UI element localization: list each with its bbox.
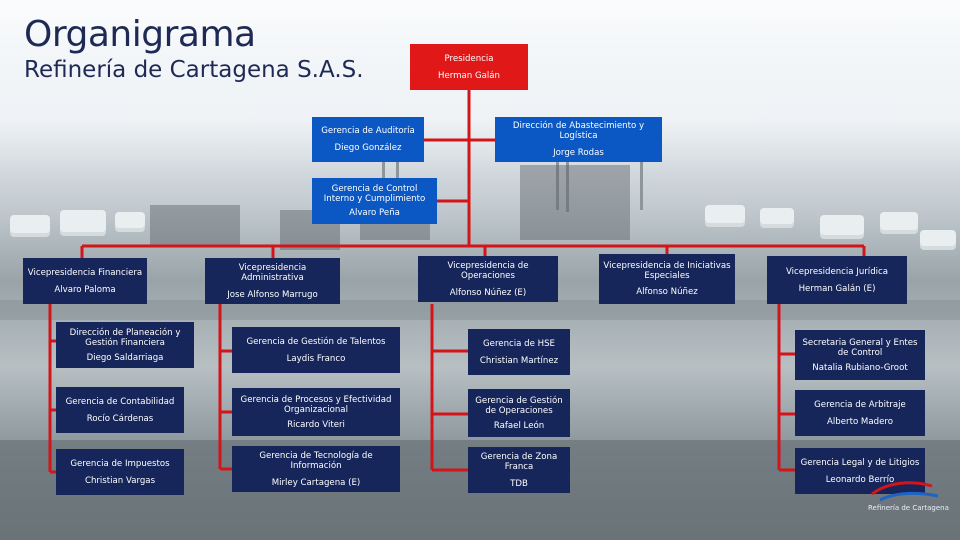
box-role: Gerencia de Gestión de Operaciones <box>475 395 563 416</box>
box-person: Leonardo Berrío <box>825 474 895 485</box>
box-vp-operaciones: Vicepresidencia de Operaciones Alfonso N… <box>418 256 558 302</box>
box-vp-iniciativas-especiales: Vicepresidencia de Iniciativas Especiale… <box>599 254 735 304</box>
box-person: Diego González <box>334 143 402 153</box>
refineria-logo <box>871 481 939 502</box>
box-role: Gerencia de Control Interno y Cumplimien… <box>323 184 426 204</box>
box-role: Gerencia de Procesos y Efectividad Organ… <box>240 394 392 415</box>
logo-text: Refinería de Cartagena <box>868 504 949 512</box>
box-gerencia-hse: Gerencia de HSE Christian Martínez <box>468 329 570 375</box>
box-gerencia-tecnologia: Gerencia de Tecnología de Información Mi… <box>232 446 400 492</box>
box-gerencia-control-interno: Gerencia de Control Interno y Cumplimien… <box>312 178 437 224</box>
box-gerencia-zona-franca: Gerencia de Zona Franca TDB <box>468 447 570 493</box>
box-vp-juridica: Vicepresidencia Jurídica Herman Galán (E… <box>767 256 907 304</box>
box-person: Herman Galán (E) <box>798 283 876 294</box>
box-person: Jorge Rodas <box>553 148 604 158</box>
box-person: Rafael León <box>493 420 545 431</box>
box-direccion-abastecimiento: Dirección de Abastecimiento y Logística … <box>495 117 662 162</box>
box-person: Alfonso Núñez (E) <box>449 287 527 298</box>
box-role: Secretaria General y Entes de Control <box>802 337 918 358</box>
box-role: Gerencia Legal y de Litigios <box>800 457 920 468</box>
box-person: Alfonso Núñez <box>636 287 698 297</box>
box-role: Gerencia de Arbitraje <box>814 399 906 410</box>
box-gerencia-auditoria: Gerencia de Auditoría Diego González <box>312 117 424 162</box>
box-gerencia-talentos: Gerencia de Gestión de Talentos Laydis F… <box>232 327 400 373</box>
box-person: Alvaro Paloma <box>54 284 116 295</box>
box-role: Gerencia de Gestión de Talentos <box>246 336 386 347</box>
box-gerencia-contabilidad: Gerencia de Contabilidad Rocío Cárdenas <box>56 387 184 433</box>
box-person: Alvaro Peña <box>349 208 400 218</box>
box-role: Gerencia de Auditoría <box>321 126 415 136</box>
box-person: Mirley Cartagena (E) <box>271 477 361 488</box>
box-gerencia-arbitraje: Gerencia de Arbitraje Alberto Madero <box>795 390 925 436</box>
box-person: Christian Vargas <box>84 475 156 486</box>
box-person: Ricardo Viteri <box>287 419 345 430</box>
box-role: Vicepresidencia Jurídica <box>785 266 889 277</box>
box-vp-financiera: Vicepresidencia Financiera Alvaro Paloma <box>23 258 147 304</box>
box-role: Gerencia de Contabilidad <box>65 396 175 407</box>
box-gerencia-gestion-operaciones: Gerencia de Gestión de Operaciones Rafae… <box>468 389 570 437</box>
box-role: Gerencia de Impuestos <box>70 458 170 469</box>
box-person: Diego Saldarriaga <box>86 352 164 363</box>
box-vp-administrativa: Vicepresidencia Administrativa Jose Alfo… <box>205 258 340 304</box>
box-gerencia-procesos: Gerencia de Procesos y Efectividad Organ… <box>232 388 400 436</box>
box-gerencia-impuestos: Gerencia de Impuestos Christian Vargas <box>56 449 184 495</box>
box-person: Laydis Franco <box>286 353 346 364</box>
box-role: Presidencia <box>444 53 494 64</box>
box-role: Vicepresidencia Administrativa <box>238 262 307 283</box>
box-role: Gerencia de Tecnología de Información <box>259 450 373 471</box>
box-person: Jose Alfonso Marrugo <box>227 289 318 300</box>
box-person: Alberto Madero <box>827 416 893 427</box>
box-person: Rocío Cárdenas <box>86 413 154 424</box>
box-role: Gerencia de Zona Franca <box>480 451 558 472</box>
box-presidencia: Presidencia Herman Galán <box>410 44 528 90</box>
box-person: TDB <box>510 478 528 489</box>
box-direccion-planeacion: Dirección de Planeación y Gestión Financ… <box>56 322 194 368</box>
box-role: Gerencia de HSE <box>483 338 555 349</box>
page-subtitle: Refinería de Cartagena S.A.S. <box>24 57 364 83</box>
box-person: Christian Martínez <box>479 355 559 366</box>
box-role: Vicepresidencia de Iniciativas Especiale… <box>603 261 731 281</box>
box-person: Herman Galán <box>438 70 500 81</box>
page-title: Organigrama <box>24 14 256 55</box>
box-person: Natalia Rubiano-Groot <box>812 362 908 373</box>
box-role: Vicepresidencia Financiera <box>27 267 143 278</box>
box-role: Dirección de Planeación y Gestión Financ… <box>69 327 181 348</box>
box-secretaria-general: Secretaria General y Entes de Control Na… <box>795 330 925 380</box>
box-role: Vicepresidencia de Operaciones <box>447 260 529 281</box>
box-gerencia-legal-litigios: Gerencia Legal y de Litigios Leonardo Be… <box>795 448 925 494</box>
box-role: Dirección de Abastecimiento y Logística <box>512 121 645 141</box>
